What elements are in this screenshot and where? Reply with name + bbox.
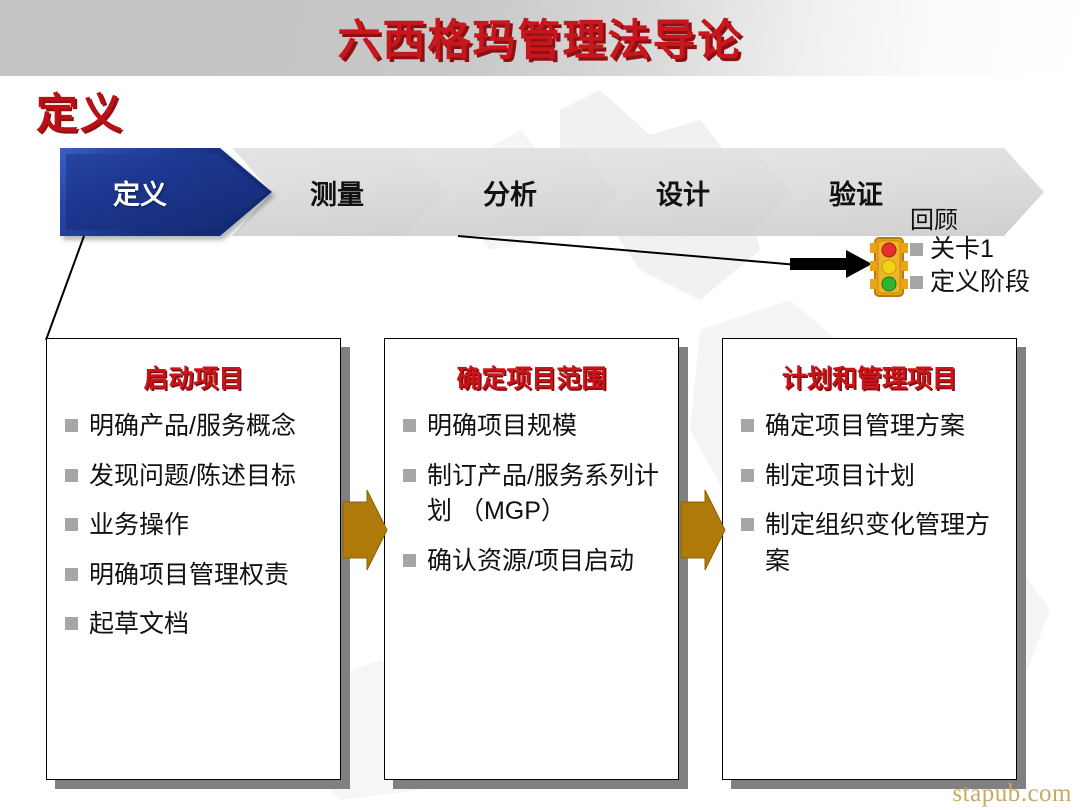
bullet-list-plan-manage-project: 确定项目管理方案 制定项目计划 制定组织变化管理方案: [723, 409, 1016, 579]
review-item-define-phase: 定义阶段: [910, 270, 1076, 295]
review-title: 回顾: [910, 207, 958, 234]
list-item: 起草文档: [65, 607, 328, 643]
section-heading: 定义: [36, 90, 125, 137]
list-item: 发现问题/陈述目标: [65, 459, 328, 495]
box-title-project-scope: 确定项目范围: [456, 365, 607, 393]
list-item: 明确项目规模: [403, 409, 666, 445]
bullet-square-icon: [910, 243, 923, 257]
bullet-label: 确定项目管理方案: [765, 412, 966, 440]
list-item: 明确项目管理权责: [65, 558, 328, 594]
bullet-square-icon: [65, 567, 78, 581]
review-item-label-gate1: 关卡1: [930, 235, 994, 264]
content-box-start-project: 启动项目 明确产品/服务概念 发现问题/陈述目标 业务操作 明确项目管理权责 起…: [46, 338, 341, 780]
list-item: 制订产品/服务系列计划 （MGP）: [403, 459, 666, 530]
header-band: [0, 0, 1080, 76]
bullet-square-icon: [741, 419, 754, 432]
review-item-label-define-phase: 定义阶段: [930, 268, 1031, 297]
callout-line-strip-to-review: [457, 235, 799, 266]
phase-label-design: 设计: [656, 179, 710, 210]
box-title-plan-manage-project: 计划和管理项目: [781, 365, 957, 393]
bullet-label: 明确项目规模: [427, 412, 578, 440]
bullet-square-icon: [910, 276, 923, 290]
bullet-square-icon: [65, 468, 78, 482]
bullet-label: 业务操作: [89, 511, 190, 539]
phase-label-define: 定义: [113, 179, 167, 210]
review-item-gate1: 关卡1: [910, 237, 1076, 262]
bullet-square-icon: [403, 468, 416, 482]
bullet-square-icon: [403, 553, 416, 567]
list-item: 确定项目管理方案: [741, 409, 1004, 445]
step-arrow-box2-to-box3: [679, 488, 727, 572]
bullet-square-icon: [741, 468, 754, 482]
bullet-square-icon: [403, 419, 416, 432]
phase-chevron-define-active[interactable]: 定义: [60, 148, 272, 236]
bullet-label: 制定项目计划: [765, 461, 916, 490]
site-watermark: stapub.com: [952, 780, 1072, 807]
callout-line-define-to-box1: [45, 235, 85, 341]
bullet-label: 发现问题/陈述目标: [89, 461, 296, 490]
process-phase-strip: 测量 分析 设计 验证 定义: [60, 148, 960, 236]
bullet-list-project-scope: 明确项目规模 制订产品/服务系列计划 （MGP） 确认资源/项目启动: [385, 409, 678, 579]
content-box-project-scope: 确定项目范围 明确项目规模 制订产品/服务系列计划 （MGP） 确认资源/项目启…: [384, 338, 679, 780]
list-item: 制定项目计划: [741, 459, 1004, 495]
bullet-label: 明确产品/服务概念: [89, 412, 296, 440]
list-item: 明确产品/服务概念: [65, 409, 328, 445]
define-chevron-inner: [66, 154, 266, 230]
bullet-square-icon: [65, 518, 78, 531]
traffic-light-icon: [870, 236, 908, 298]
bullet-label: 确认资源/项目启动: [427, 546, 634, 575]
bullet-square-icon: [65, 419, 78, 432]
phase-label-measure: 测量: [310, 179, 364, 210]
phase-label-verify: 验证: [829, 179, 883, 210]
bullet-label: 制定组织变化管理方案: [765, 511, 991, 575]
review-pointer-arrow: [790, 250, 872, 278]
box-title-start-project: 启动项目: [143, 365, 244, 393]
content-box-plan-manage-project: 计划和管理项目 确定项目管理方案 制定项目计划 制定组织变化管理方案: [722, 338, 1017, 780]
bullet-square-icon: [741, 518, 754, 531]
phase-chevron-verify[interactable]: 验证: [751, 148, 1044, 236]
list-item: 确认资源/项目启动: [403, 544, 666, 580]
bullet-label: 明确项目管理权责: [89, 560, 290, 589]
bullet-label: 制订产品/服务系列计划 （MGP）: [427, 461, 659, 526]
page-title: 六西格玛管理法导论: [337, 17, 743, 65]
phase-label-analyze: 分析: [483, 179, 537, 210]
list-item: 业务操作: [65, 508, 328, 544]
list-item: 制定组织变化管理方案: [741, 508, 1004, 579]
step-arrow-box1-to-box2: [341, 488, 389, 572]
bullet-label: 起草文档: [89, 610, 190, 638]
review-legend: 回顾 关卡1 定义阶段: [870, 207, 1076, 298]
bullet-square-icon: [65, 617, 78, 630]
bullet-list-start-project: 明确产品/服务概念 发现问题/陈述目标 业务操作 明确项目管理权责 起草文档: [47, 409, 340, 643]
